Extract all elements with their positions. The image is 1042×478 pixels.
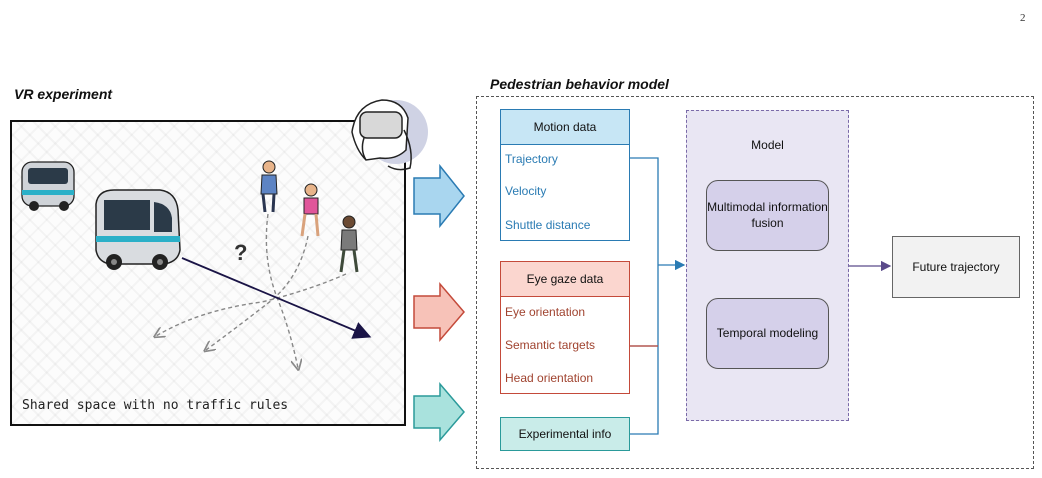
shuttle-small-icon: [21, 161, 75, 211]
vr-headset-user-icon: [351, 99, 428, 171]
shuttle-large-icon: [95, 189, 181, 270]
vr-caption: Shared space with no traffic rules: [22, 398, 289, 413]
model-inner-frame: [686, 110, 849, 421]
question-mark: ?: [234, 240, 248, 265]
motion-item-trajectory: Trajectory: [505, 152, 558, 166]
gaze-item-head-orientation: Head orientation: [505, 371, 594, 385]
motion-input-arrow: [413, 163, 465, 229]
gaze-item-eye-orientation: Eye orientation: [505, 305, 586, 319]
gaze-input-arrow: [413, 281, 465, 343]
shuttle-trajectory-arrow: [181, 257, 372, 339]
experimental-input-arrow: [413, 381, 465, 443]
model-section-title: Pedestrian behavior model: [490, 76, 669, 92]
pedestrian-1-icon: [260, 160, 278, 213]
future-trajectory-box: Future trajectory: [892, 236, 1020, 298]
model-label: Model: [751, 138, 784, 152]
model-outer-frame: [476, 96, 1034, 469]
experimental-info-box: Experimental info: [500, 417, 630, 451]
page-number: 2: [1020, 12, 1026, 24]
motion-item-shuttle-distance: Shuttle distance: [505, 218, 591, 232]
vr-experiment-title: VR experiment: [14, 86, 113, 102]
gaze-item-semantic-targets: Semantic targets: [505, 338, 596, 352]
motion-item-velocity: Velocity: [505, 184, 547, 198]
motion-data-header: Motion data: [500, 109, 630, 145]
vr-scene-frame: [10, 120, 406, 426]
pedestrian-2-icon: [300, 183, 320, 237]
multimodal-fusion-box: Multimodal information fusion: [706, 180, 829, 251]
eye-gaze-data-header: Eye gaze data: [500, 261, 630, 297]
pedestrian-3-icon: [339, 215, 359, 273]
temporal-modeling-box: Temporal modeling: [706, 298, 829, 369]
